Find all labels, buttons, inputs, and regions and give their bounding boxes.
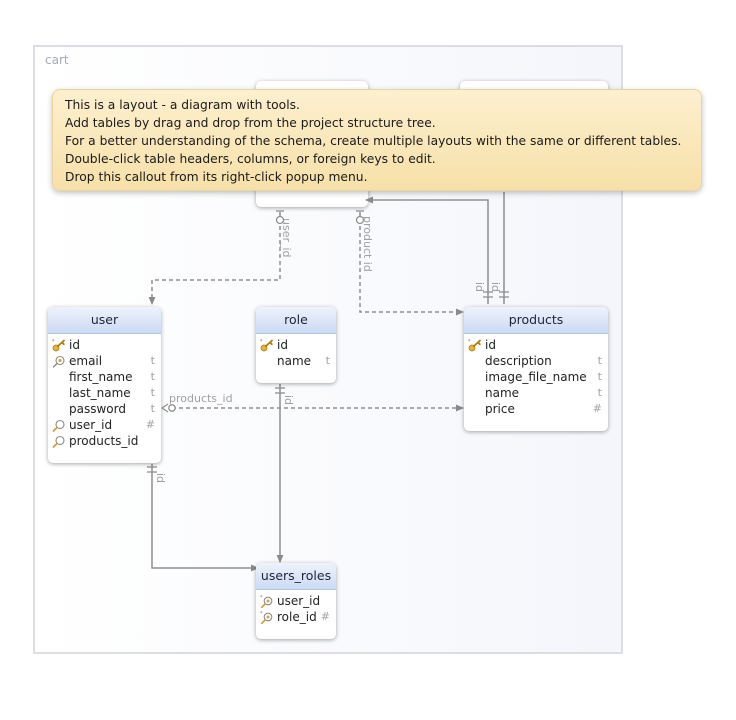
primary-key-icon: * [468, 339, 482, 352]
table-column[interactable]: email t [48, 353, 161, 369]
svg-text:*: * [260, 595, 263, 601]
column-type: t [325, 354, 330, 367]
callout-line: Drop this callout from its right-click p… [65, 170, 368, 184]
column-type: t [150, 354, 155, 367]
table-column[interactable]: * id [48, 337, 161, 362]
column-name: password [69, 402, 126, 416]
table-column[interactable]: last_name t [48, 385, 161, 401]
callout-line: Add tables by drag and drop from the pro… [65, 116, 436, 130]
callout-line: This is a layout - a diagram with tools. [65, 98, 300, 112]
table-column[interactable]: * id [464, 337, 608, 362]
table-users-roles[interactable]: users_roles * user_id * role_id# [256, 563, 336, 639]
column-type: t [150, 370, 155, 383]
svg-text:*: * [260, 611, 263, 617]
table-column[interactable]: name t [464, 385, 608, 401]
column-name: id [485, 338, 496, 352]
column-type: t [597, 386, 602, 399]
table-header-role[interactable]: role [256, 307, 336, 334]
column-name: user_id [277, 594, 321, 608]
column-name: products_id [69, 434, 139, 448]
index-icon [52, 435, 66, 448]
layout-callout[interactable]: This is a layout - a diagram with tools.… [52, 89, 702, 191]
column-type: # [145, 418, 155, 431]
table-column[interactable]: * role_id# [256, 609, 336, 625]
table-column[interactable]: first_name t [48, 369, 161, 385]
schema-name: cart [45, 53, 69, 67]
svg-text:*: * [260, 339, 263, 345]
table-column[interactable]: price # [464, 401, 608, 417]
column-type: # [320, 610, 330, 623]
table-header-user[interactable]: user [48, 307, 161, 334]
column-name: price [485, 402, 515, 416]
column-name: first_name [69, 370, 133, 384]
primary-foreign-key-icon: * [260, 611, 274, 624]
table-header-products[interactable]: products [464, 307, 608, 334]
primary-key-icon: * [52, 339, 66, 352]
column-name: id [69, 338, 80, 352]
primary-key-icon: * [260, 339, 274, 352]
index-icon [52, 419, 66, 432]
table-column[interactable]: description t [464, 353, 608, 369]
primary-foreign-key-icon: * [260, 595, 274, 608]
column-name: user_id [69, 418, 113, 432]
table-column[interactable]: image_file_name t [464, 369, 608, 385]
column-type: t [597, 370, 602, 383]
table-column[interactable]: password t [48, 401, 161, 417]
column-name: email [69, 354, 103, 368]
column-name: last_name [69, 386, 131, 400]
column-type: t [597, 354, 602, 367]
table-column[interactable]: * user_id [256, 593, 336, 618]
column-type: # [592, 402, 602, 415]
table-header-users-roles[interactable]: users_roles [256, 563, 336, 590]
column-type: t [150, 402, 155, 415]
column-name: role_id [277, 610, 317, 624]
column-name: name [277, 354, 312, 368]
unique-index-icon [52, 355, 66, 368]
column-name: image_file_name [485, 370, 587, 384]
svg-text:*: * [468, 339, 471, 345]
callout-line: Double-click table headers, columns, or … [65, 152, 436, 166]
table-column[interactable]: user_id # [48, 417, 161, 433]
column-name: name [485, 386, 520, 400]
table-columns: * user_id * role_id# [256, 590, 336, 625]
callout-line: For a better understanding of the schema… [65, 134, 682, 148]
table-column[interactable]: products_id [48, 433, 161, 458]
column-type: t [150, 386, 155, 399]
table-column[interactable]: * id [256, 337, 336, 362]
column-name: description [485, 354, 552, 368]
svg-text:*: * [52, 339, 55, 345]
column-name: id [277, 338, 288, 352]
